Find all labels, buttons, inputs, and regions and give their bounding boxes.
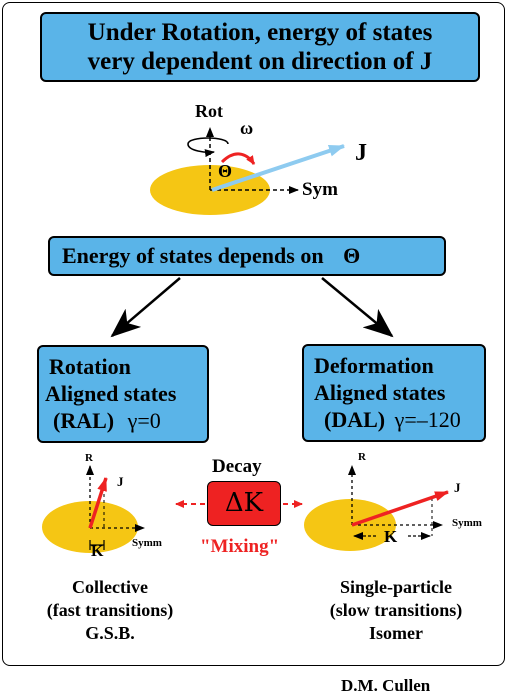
outer-frame <box>2 2 505 666</box>
top-rot-label: Rot <box>195 101 223 121</box>
left-r-label: R <box>85 452 93 464</box>
left-caption-line-2: (fast transitions) <box>46 600 174 620</box>
energy-depends-box: Energy of states depends on Θ <box>48 236 446 276</box>
right-single-particle-diagram <box>304 465 449 551</box>
title-line-1: Under Rotation, energy of states <box>87 19 433 46</box>
top-omega-rotation-arc <box>187 137 229 158</box>
decay-label: Decay <box>212 456 262 477</box>
left-caption: Collective (fast transitions) G.S.B. <box>10 576 210 645</box>
energy-box-theta: Θ <box>343 243 361 268</box>
energy-box-text: Energy of states depends on <box>62 243 324 268</box>
right-k-label: K <box>384 527 398 546</box>
left-symm-label: Symm <box>132 537 162 549</box>
left-collective-diagram <box>42 465 145 553</box>
left-j-label: J <box>117 474 124 489</box>
left-k-label: K <box>91 543 104 560</box>
ral-line-1: Rotation <box>49 354 131 379</box>
ral-line-3: (RAL) γ=0 <box>45 407 207 434</box>
dal-abbrev: (DAL) <box>324 407 386 432</box>
right-j-vector <box>351 490 449 527</box>
left-j-vector <box>88 477 108 529</box>
top-rotation-diagram <box>150 127 345 215</box>
top-theta-label: Θ <box>218 161 233 181</box>
author-credit: D.M. Cullen <box>341 676 431 695</box>
ral-gamma: γ=0 <box>127 408 161 433</box>
top-j-label: J <box>355 140 367 166</box>
ral-line-2: Aligned states <box>45 381 177 406</box>
right-nucleus-ellipse <box>304 499 396 551</box>
top-j-vector <box>211 144 345 192</box>
dal-line-2: Aligned states <box>314 380 446 405</box>
dal-line-3: (DAL) γ=–120 <box>314 406 484 433</box>
right-caption: Single-particle (slow transitions) Isome… <box>296 576 496 645</box>
right-j-label: J <box>454 480 461 495</box>
mixing-label: "Mixing" <box>200 536 280 557</box>
top-sym-label: Sym <box>302 179 338 200</box>
top-omega-label: ω <box>240 118 254 138</box>
top-theta-arc <box>220 152 256 165</box>
right-symm-label: Symm <box>452 517 482 529</box>
delta-k-box: ΔK <box>207 481 281 526</box>
title-line-2: very dependent on direction of J <box>87 48 433 75</box>
ral-box: Rotation Aligned states (RAL) γ=0 <box>37 345 209 443</box>
dal-line-1: Deformation <box>314 353 434 378</box>
ral-abbrev: (RAL) <box>53 408 115 433</box>
right-caption-line-1: Single-particle <box>340 577 452 597</box>
left-caption-line-3: G.S.B. <box>85 623 135 643</box>
right-r-label: R <box>358 451 366 463</box>
right-caption-line-3: Isomer <box>369 623 423 643</box>
title-box: Under Rotation, energy of states very de… <box>40 12 480 82</box>
right-caption-line-2: (slow transitions) <box>329 600 463 620</box>
dal-gamma: γ=–120 <box>394 407 461 432</box>
left-caption-line-1: Collective <box>72 577 148 597</box>
dal-box: Deformation Aligned states (DAL) γ=–120 <box>302 344 486 442</box>
arrow-to-ral <box>110 277 181 338</box>
arrow-to-dal <box>321 277 394 338</box>
